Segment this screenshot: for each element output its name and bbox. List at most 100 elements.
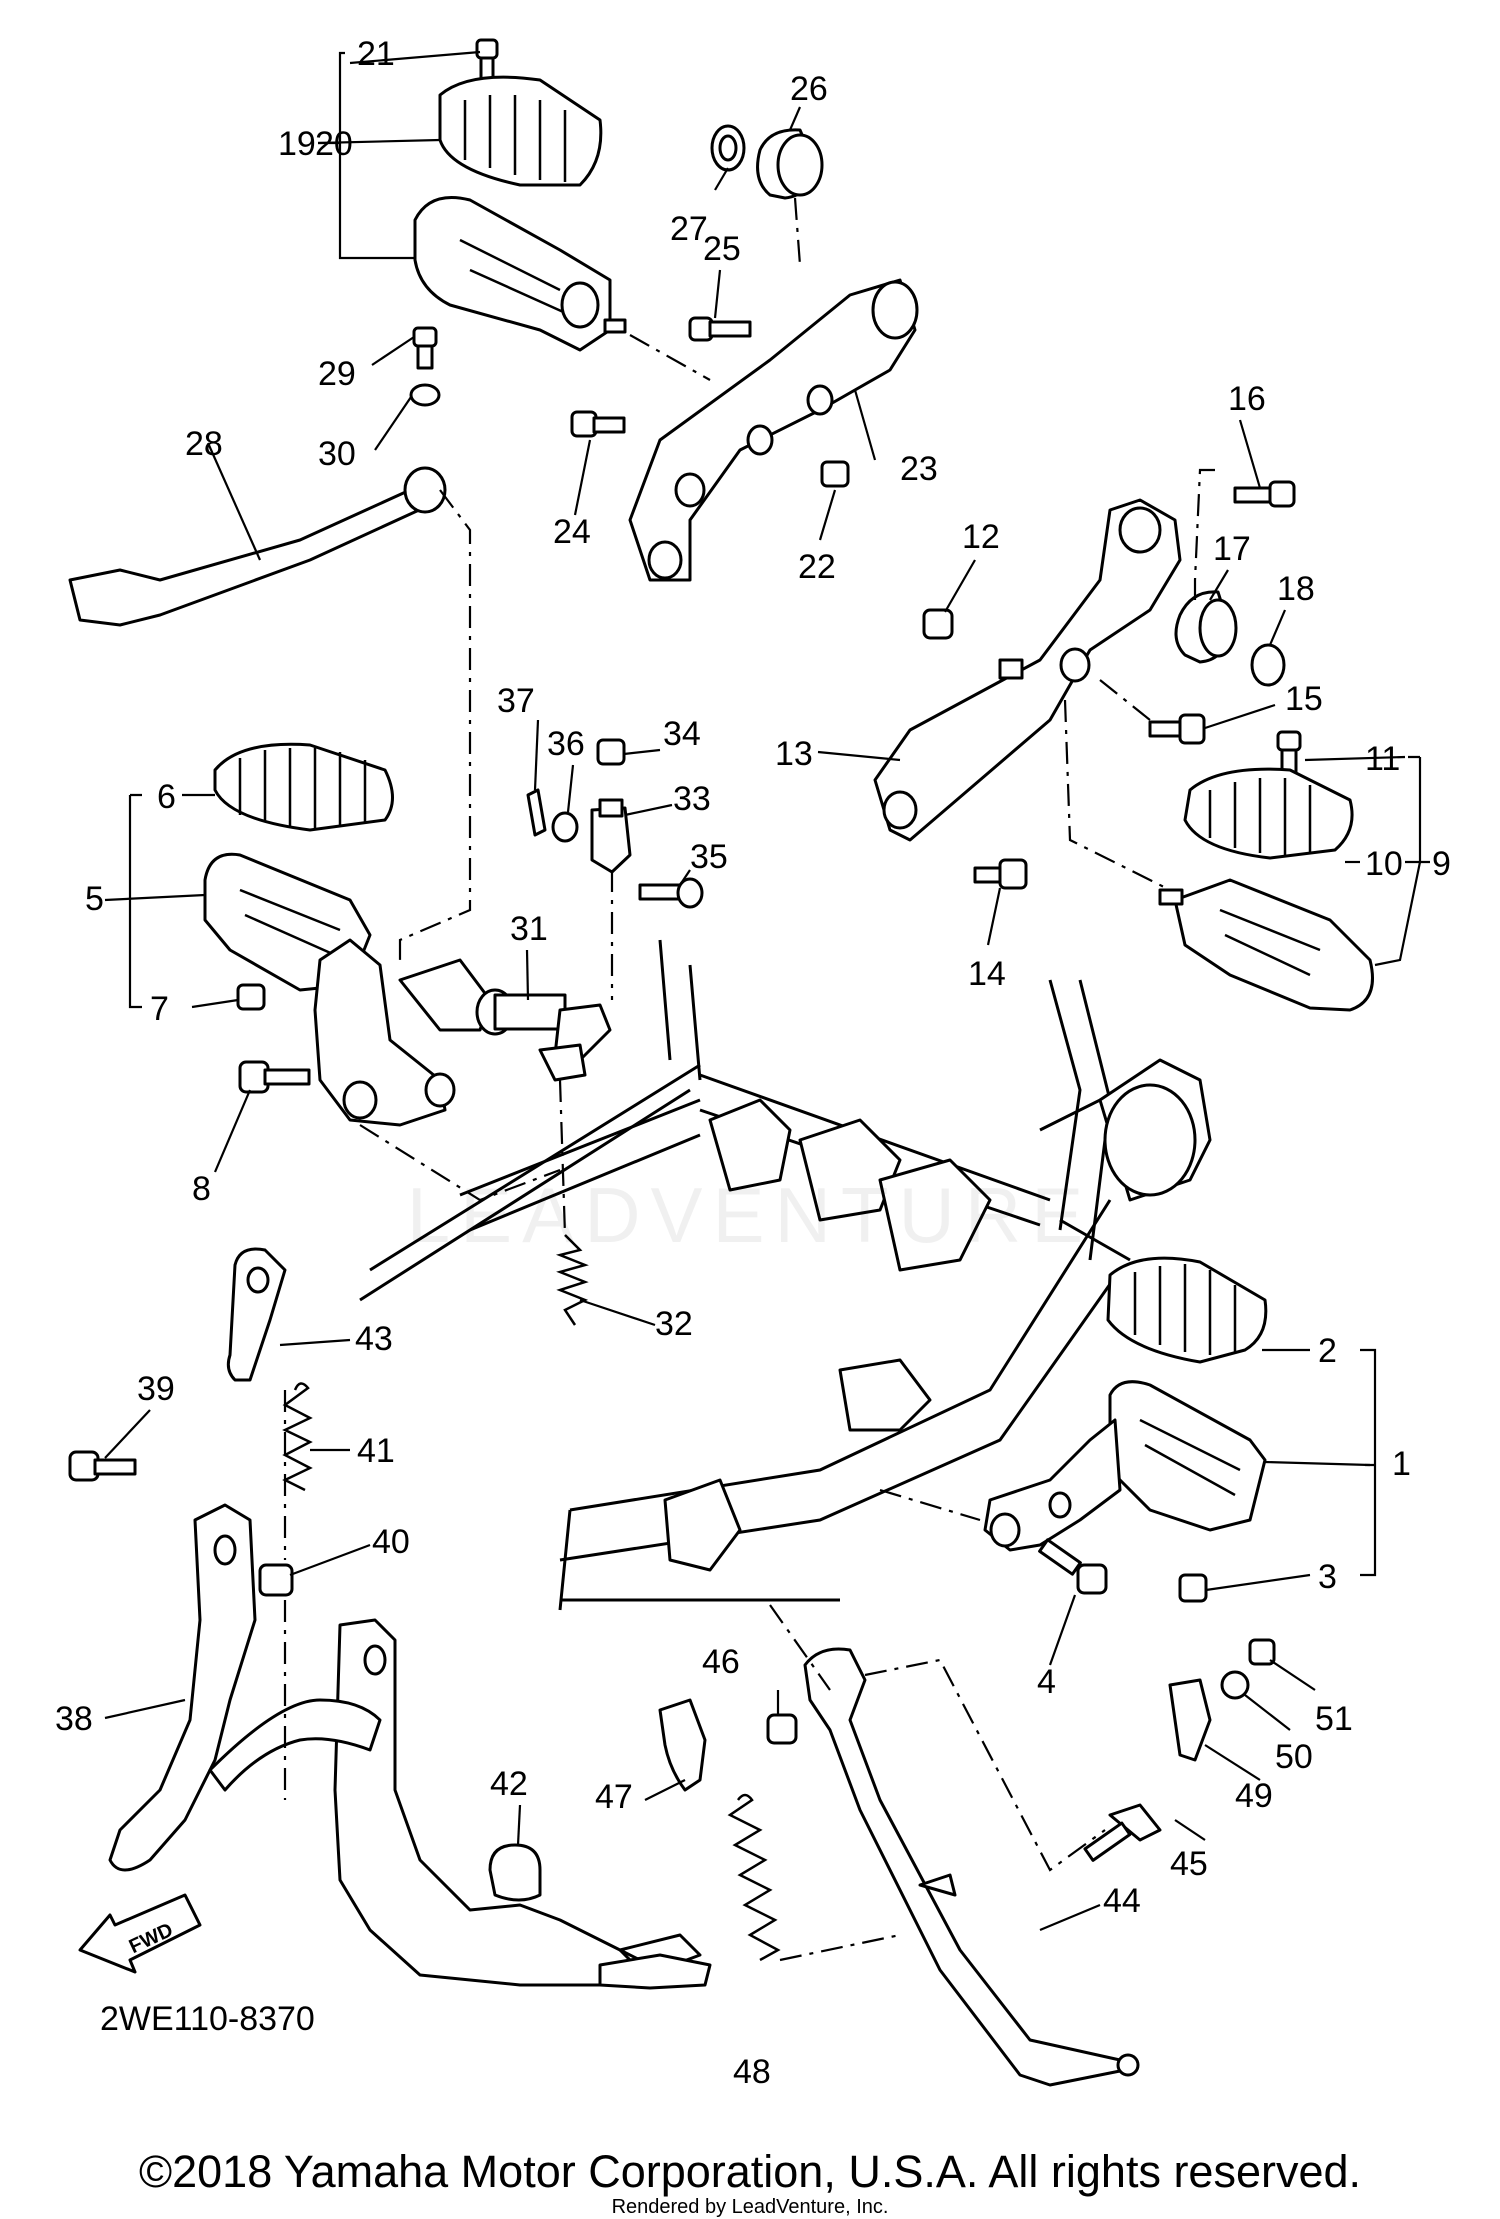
callout-43: 43 <box>355 1320 393 1358</box>
part-18-collar <box>1250 643 1286 687</box>
callout-33: 33 <box>673 780 711 818</box>
callout-46: 46 <box>702 1643 740 1681</box>
callout-21: 21 <box>357 35 395 73</box>
part-23-bracket <box>628 278 919 582</box>
part-25-bolt <box>688 316 752 342</box>
callout-3: 3 <box>1318 1558 1337 1596</box>
part-36-washer <box>551 811 579 843</box>
part-50-washer <box>1220 1670 1250 1700</box>
callout-6: 6 <box>157 778 176 816</box>
part-9-footrest <box>1158 878 1374 1012</box>
part-38-center-stand <box>108 1503 712 1990</box>
callout-40: 40 <box>372 1523 410 1561</box>
callout-11: 11 <box>1365 740 1400 778</box>
callout-48: 48 <box>733 2053 771 2091</box>
parts-illustrations: FWD <box>68 38 1374 2087</box>
callout-41: 41 <box>357 1432 395 1470</box>
part-46-nut <box>766 1713 798 1745</box>
part-28-brake-pedal <box>68 466 447 627</box>
callout-4: 4 <box>1037 1663 1056 1701</box>
part-37-cotter-pin <box>526 788 547 837</box>
part-5-footrest <box>203 852 492 1127</box>
part-33-joint <box>590 798 632 874</box>
callout-25: 25 <box>703 230 741 268</box>
callout-20: 20 <box>315 125 353 163</box>
callout-45: 45 <box>1170 1845 1208 1883</box>
callout-22: 22 <box>798 548 836 586</box>
part-30-washer <box>409 383 441 407</box>
callout-24: 24 <box>553 513 591 551</box>
callout-36: 36 <box>547 725 585 763</box>
part-44-side-stand <box>803 1647 1140 2087</box>
part-26-bushing <box>756 128 824 200</box>
callout-50: 50 <box>1275 1738 1313 1776</box>
callout-28: 28 <box>185 425 223 463</box>
callout-44: 44 <box>1103 1882 1141 1920</box>
callout-29: 29 <box>318 355 356 393</box>
part-51-nut <box>1248 1638 1276 1666</box>
assembly-lines <box>283 197 1215 1962</box>
part-40-nut <box>258 1563 294 1597</box>
part-49-bracket <box>1168 1678 1212 1762</box>
part-10-footrest-rubber <box>1183 767 1354 860</box>
part-31-shaft <box>475 988 612 1082</box>
callout-19: 19 <box>278 125 316 163</box>
frame-illustration <box>359 939 1212 1611</box>
callout-42: 42 <box>490 1765 528 1803</box>
part-48-spring <box>727 1793 781 1962</box>
part-22-nut <box>820 460 850 488</box>
callout-18: 18 <box>1277 570 1315 608</box>
part-2-footrest-rubber <box>1106 1256 1268 1364</box>
callout-16: 16 <box>1228 380 1266 418</box>
callout-37: 37 <box>497 682 535 720</box>
part-13-bracket <box>873 498 1182 842</box>
part-47-plate <box>658 1698 707 1792</box>
part-45-switch <box>1083 1803 1162 1862</box>
part-39-bolt <box>68 1450 137 1482</box>
callout-27: 27 <box>670 210 708 248</box>
part-42-stopper <box>488 1843 542 1902</box>
part-14-bolt <box>973 858 1028 890</box>
callout-1: 1 <box>1392 1445 1411 1483</box>
part-15-bolt <box>1148 713 1206 745</box>
part-27-collar <box>710 124 746 172</box>
callout-26: 26 <box>790 70 828 108</box>
part-7-nut <box>236 983 266 1011</box>
callout-2: 2 <box>1318 1332 1337 1370</box>
part-34-nut <box>596 738 626 766</box>
callout-13: 13 <box>775 735 813 773</box>
part-6-footrest-rubber <box>213 742 394 832</box>
callout-35: 35 <box>690 838 728 876</box>
callout-12: 12 <box>962 518 1000 556</box>
callout-38: 38 <box>55 1700 93 1738</box>
part-35-bolt <box>638 877 704 909</box>
callout-7: 7 <box>150 990 169 1028</box>
part-29-bolt <box>412 326 438 370</box>
callout-51: 51 <box>1315 1700 1353 1738</box>
callout-34: 34 <box>663 715 701 753</box>
part-17-bushing <box>1174 590 1238 664</box>
rendered-by-credit: Rendered by LeadVenture, Inc. <box>611 2196 889 2218</box>
part-8-bolt <box>238 1060 311 1094</box>
part-24-bolt <box>570 410 626 438</box>
callout-5: 5 <box>85 880 104 918</box>
part-43-bracket <box>226 1247 287 1382</box>
callout-9: 9 <box>1432 845 1451 883</box>
part-4-bolt <box>1038 1538 1108 1595</box>
callout-47: 47 <box>595 1778 633 1816</box>
callout-39: 39 <box>137 1370 175 1408</box>
part-16-bolt <box>1233 480 1296 508</box>
part-20-footrest-rubber <box>438 75 603 187</box>
diagram-code: 2WE110-8370 <box>100 2000 315 2038</box>
part-12-nut <box>922 608 954 640</box>
callout-32: 32 <box>655 1305 693 1343</box>
callout-23: 23 <box>900 450 938 488</box>
part-41-spring <box>282 1382 313 1492</box>
callout-10: 10 <box>1365 845 1403 883</box>
part-3-nut <box>1178 1573 1208 1603</box>
callout-8: 8 <box>192 1170 211 1208</box>
part-1-footrest <box>983 1380 1267 1552</box>
callout-30: 30 <box>318 435 356 473</box>
callout-numbers: 1 2 3 4 5 6 7 8 9 10 11 12 13 14 15 16 1… <box>55 35 1451 2091</box>
